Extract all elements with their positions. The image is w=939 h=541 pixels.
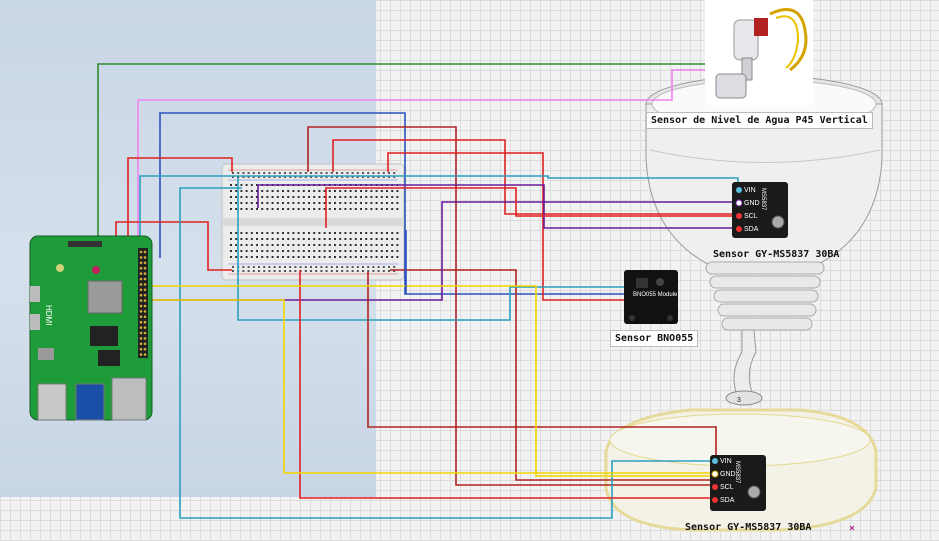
- pin-scl-bottom: SCL: [720, 484, 734, 491]
- pin-gnd-bottom: GND: [720, 471, 736, 478]
- ms5837-top-label: Sensor GY-MS5837 30BA: [713, 249, 840, 260]
- ms5837-top-sensor-board: MS5837 VIN GND SCL SDA: [732, 182, 788, 238]
- water-sensor-label: Sensor de Nivel de Agua P45 Vertical: [646, 112, 873, 129]
- pin-gnd-top: GND: [744, 200, 760, 207]
- breadboard: [221, 163, 405, 281]
- water-level-float-sensor: [705, 0, 813, 105]
- pin-sda-top: SDA: [744, 226, 759, 233]
- raspberry-pi-board: HDMI: [29, 235, 153, 421]
- hdmi-text: HDMI: [44, 305, 53, 325]
- bno055-label: Sensor BNO055: [610, 330, 699, 347]
- wires: [97, 63, 782, 519]
- bno055-sensor-board: BNO055 Module: [624, 270, 678, 324]
- bno-chip-text: BNO055 Module: [633, 292, 678, 298]
- ms5837-bottom-chip-text: MS5837: [734, 461, 740, 484]
- pin-sda-bottom: SDA: [720, 497, 735, 504]
- pin-scl-top: SCL: [744, 213, 758, 220]
- ms5837-bottom-label: Sensor GY-MS5837 30BA: [685, 522, 812, 533]
- pin-vin-top: VIN: [744, 187, 756, 194]
- ms5837-top-chip-text: MS5837: [760, 188, 766, 211]
- ms5837-bottom-sensor-board: MS5837 VIN GND SCL SDA: [710, 455, 766, 511]
- pin-vin-bottom: VIN: [720, 458, 732, 465]
- svg-text:3: 3: [737, 397, 741, 404]
